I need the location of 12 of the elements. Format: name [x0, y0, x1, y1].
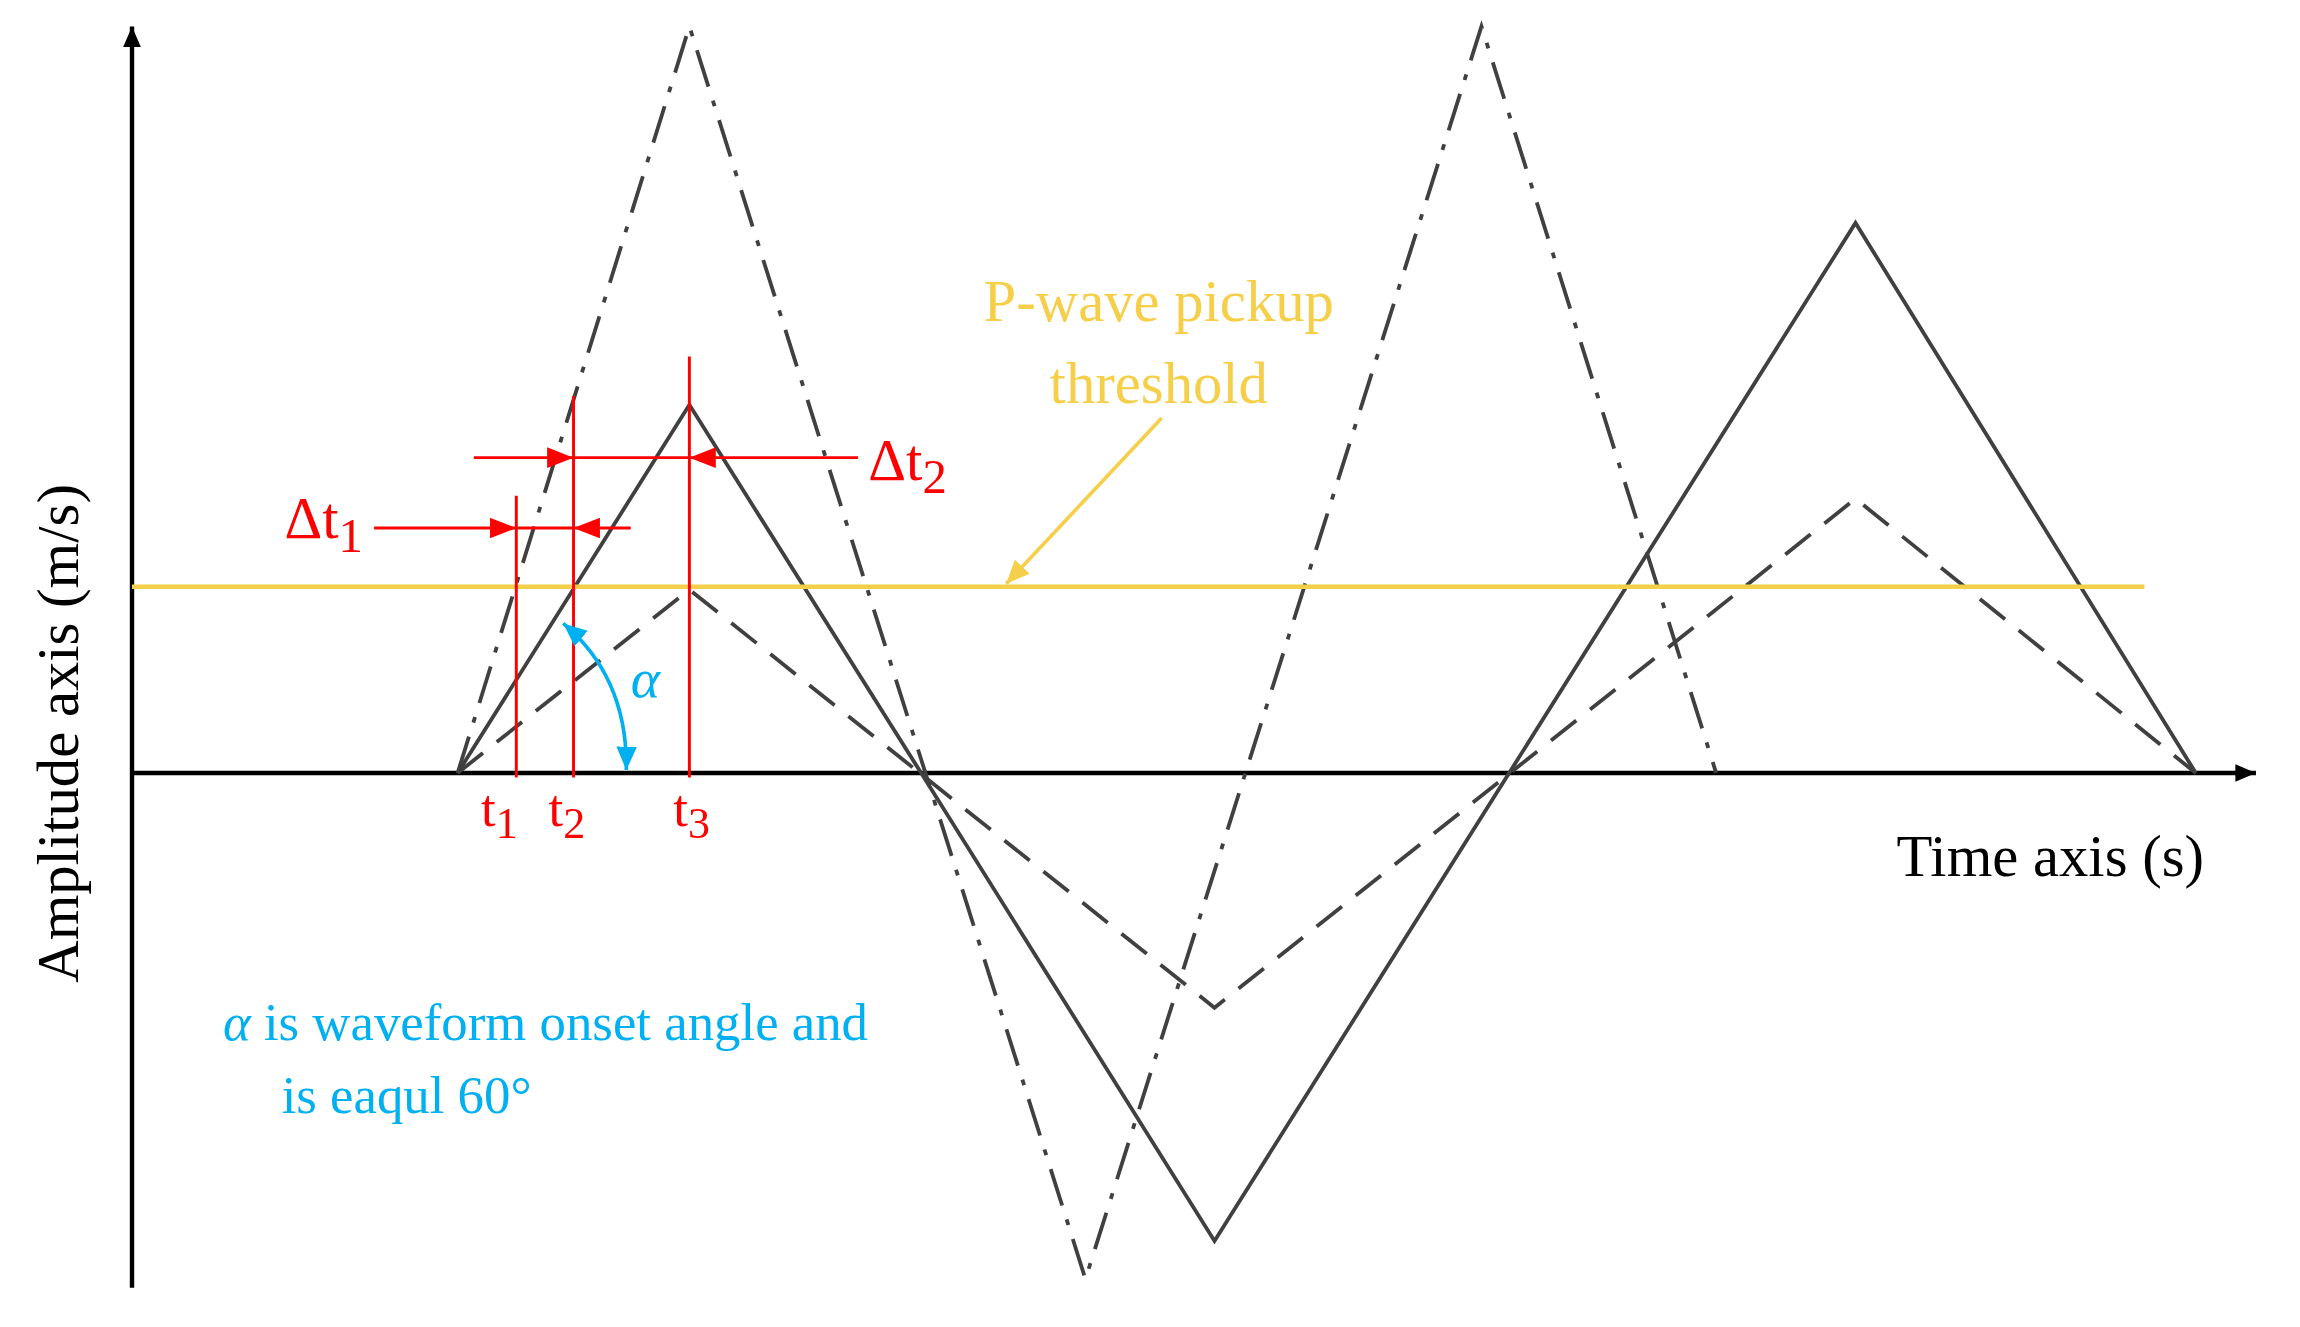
- time-label: t$_{3}$: [673, 780, 710, 847]
- time-label: t$_{2}$: [548, 780, 586, 847]
- threshold-line: [132, 584, 2145, 589]
- time-label: t$_{1}$: [481, 780, 518, 847]
- annotation-text: P-wave pickup threshold: [938, 261, 1379, 426]
- interval-label: Δt$_{1}$: [284, 487, 364, 563]
- interval-label: Δt$_{2}$: [868, 428, 947, 505]
- angle-label: α: [630, 648, 660, 710]
- leader-arrow: [1004, 416, 1164, 586]
- axis-label: Time axis (s): [1896, 824, 2205, 889]
- axis-label: Amplitude axis (m/s): [26, 483, 91, 985]
- note-text: α is waveform onset angle and is eaqul 60°: [222, 992, 869, 1128]
